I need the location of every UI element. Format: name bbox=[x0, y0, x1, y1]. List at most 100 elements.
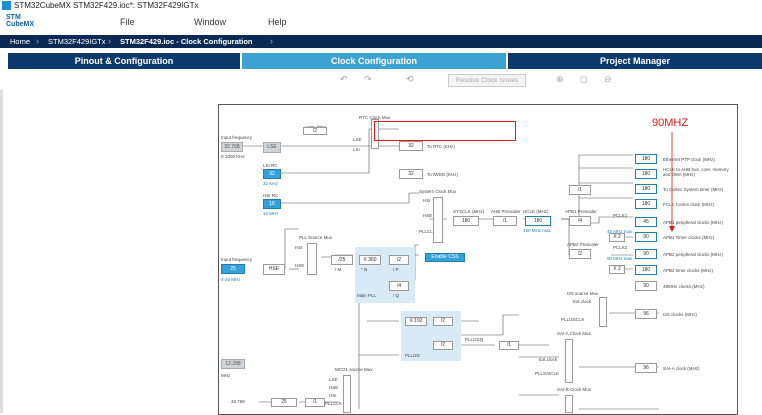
plli2s-label: PLLI2S bbox=[405, 353, 420, 358]
system-clock-mux[interactable] bbox=[433, 197, 443, 243]
i2s-clock-output: 96 bbox=[635, 309, 657, 319]
plli2s-q[interactable]: /2 bbox=[433, 341, 453, 350]
lse-input-frequency[interactable]: 32.768 bbox=[221, 142, 243, 152]
pclk1-label: PCLK1 bbox=[613, 213, 628, 218]
apb1-timer-multiplier[interactable]: X 2 bbox=[609, 233, 625, 242]
plln-multiplier[interactable]: X 360 bbox=[359, 255, 381, 265]
sys-mux-hse: HSE bbox=[423, 213, 433, 218]
hse-block[interactable]: HSE bbox=[263, 264, 285, 275]
mco-value: 25 bbox=[271, 398, 297, 407]
tab-clock-configuration[interactable]: Clock Configuration bbox=[242, 53, 506, 69]
fit-icon[interactable]: ◻ bbox=[580, 74, 588, 84]
breadcrumb-separator-icon: › bbox=[36, 36, 39, 46]
mco-pllclk: PLLCLK bbox=[325, 401, 342, 406]
pllp-label: / P bbox=[393, 267, 399, 272]
mco-hse: HSE bbox=[329, 385, 339, 390]
rtc-output: 32 bbox=[399, 141, 423, 151]
pll-source-label: PLL Source Mux bbox=[299, 235, 333, 240]
eth-ptp-label: Ethernet PTP clock (MHz) bbox=[663, 157, 715, 162]
title-bar: STM32CubeMX STM32F429.ioc*: STM32F429IGT… bbox=[0, 0, 762, 12]
48mhz-label: 48MHz clocks (MHz) bbox=[663, 284, 705, 289]
plli2sclk-label: PLLI2SCLK bbox=[561, 317, 585, 322]
menu-file[interactable]: File bbox=[120, 17, 135, 27]
menu-window[interactable]: Window bbox=[194, 17, 227, 27]
iwdg-output: 32 bbox=[399, 169, 423, 179]
zoom-in-icon[interactable]: ⊕ bbox=[556, 74, 564, 84]
pllq-divider[interactable]: /4 bbox=[389, 281, 409, 291]
rtc-lse-label: LSE bbox=[353, 137, 362, 142]
apb1-peripheral-label: APB1 peripheral clocks (MHz) bbox=[663, 220, 724, 225]
cubemx-logo[interactable]: STM CubeMX bbox=[6, 14, 34, 28]
mco-divider[interactable]: /1 bbox=[305, 398, 325, 407]
plli2sq-divider[interactable]: /1 bbox=[499, 341, 519, 350]
undo-icon[interactable]: ↶ bbox=[340, 74, 348, 84]
sai-b-clock-mux[interactable] bbox=[565, 395, 573, 413]
plln-label: * N bbox=[361, 267, 368, 272]
pllm-label: / M bbox=[335, 267, 342, 272]
mco-hsi: HSI bbox=[329, 393, 337, 398]
main-tabs: Pinout & Configuration Clock Configurati… bbox=[8, 53, 762, 69]
hclk-value[interactable]: 180 bbox=[525, 216, 551, 226]
lse-range: 0-1000 KHz bbox=[221, 154, 245, 159]
clock-wires bbox=[241, 128, 659, 410]
apb2-timer-multiplier[interactable]: X 2 bbox=[609, 265, 625, 274]
app-icon bbox=[2, 1, 11, 10]
lse-block[interactable]: LSE bbox=[263, 142, 281, 153]
lsi-khz: 32 KHz bbox=[263, 181, 278, 186]
tab-project-manager[interactable]: Project Manager bbox=[508, 53, 762, 69]
pllm-divider[interactable]: /25 bbox=[331, 255, 353, 265]
apb1-prescaler[interactable]: /4 bbox=[569, 216, 591, 226]
pllsaiclk-label: PLLSAICLK bbox=[535, 371, 560, 376]
eth-ptp-output: 180 bbox=[635, 154, 657, 164]
ahb-prescaler-label: AHB Prescaler bbox=[491, 209, 521, 214]
menu-help[interactable]: Help bbox=[268, 17, 287, 27]
breadcrumb-mcu[interactable]: STM32F429IGTx bbox=[48, 37, 106, 46]
breadcrumb-home[interactable]: Home bbox=[10, 37, 31, 46]
hclk-max: 180 MHz max bbox=[523, 228, 551, 233]
sai-a-output: 96 bbox=[635, 363, 657, 373]
lsi-rc-block[interactable]: 32 bbox=[263, 169, 281, 179]
annotation-90mhz: 90MHZ bbox=[652, 117, 689, 129]
enable-css-button[interactable]: Enable CSS bbox=[425, 253, 465, 262]
i2s-source-mux[interactable] bbox=[599, 297, 607, 327]
sai-a-mux-label: SAI-A Clock Mux bbox=[557, 331, 591, 336]
sai-ext-clock: Ext.clock bbox=[539, 357, 558, 362]
apb2-prescaler-label: APB2 Prescaler bbox=[567, 242, 599, 247]
hse-rtc-divider[interactable]: /2 bbox=[303, 127, 327, 135]
hsi-rc-block[interactable]: 16 bbox=[263, 199, 281, 209]
plli2s-r[interactable]: /2 bbox=[433, 317, 453, 326]
apb2-prescaler[interactable]: /2 bbox=[569, 249, 591, 259]
window-title: STM32CubeMX STM32F429.ioc*: STM32F429IGT… bbox=[14, 1, 199, 10]
rtc-lsi-label: LSI bbox=[353, 147, 360, 152]
resolve-clock-issues-button[interactable]: Resolve Clock Issues bbox=[448, 74, 526, 87]
rtc-output-label: To RTC (KHz) bbox=[427, 144, 455, 149]
zoom-out-icon[interactable]: ⊖ bbox=[604, 74, 612, 84]
redo-icon[interactable]: ↷ bbox=[364, 74, 372, 84]
reset-icon[interactable]: ⟲ bbox=[406, 74, 414, 84]
sai-a-output-label: SAI-A clock (MHz) bbox=[663, 366, 700, 371]
cortex-timer-divider[interactable]: /1 bbox=[569, 185, 591, 195]
hse-input-frequency[interactable]: 25 bbox=[221, 264, 245, 274]
sys-mux-hsi: HSI bbox=[423, 198, 431, 203]
apb1-peripheral-output: 45 bbox=[635, 217, 657, 227]
tab-pinout[interactable]: Pinout & Configuration bbox=[8, 53, 240, 69]
plli2sq-label: PLLI2SQ bbox=[465, 337, 484, 342]
hse-input-label: Input frequency bbox=[221, 257, 253, 262]
cortex-timer-output: 180 bbox=[635, 184, 657, 194]
sysclk-value[interactable]: 180 bbox=[453, 216, 479, 226]
pll-source-mux[interactable] bbox=[307, 243, 317, 275]
apb1-timer-highlight bbox=[374, 121, 516, 141]
plli2s-n[interactable]: X 192 bbox=[405, 317, 427, 326]
i2s-clock-label: I2S clocks (MHz) bbox=[663, 312, 698, 317]
sai-a-clock-mux[interactable] bbox=[565, 339, 573, 383]
hsi-mhz: 16 MHz bbox=[263, 211, 279, 216]
ahb-prescaler[interactable]: /1 bbox=[493, 216, 517, 226]
breadcrumb-current: STM32F429.ioc - Clock Configuration bbox=[120, 37, 253, 46]
ext-clock-input[interactable]: 12.288 bbox=[221, 359, 245, 369]
pclk2-label: PCLK2 bbox=[613, 245, 628, 250]
mco-source-mux[interactable] bbox=[343, 375, 351, 413]
pll-source-hse: HSE bbox=[295, 263, 305, 268]
rtc-clock-mux[interactable] bbox=[371, 119, 379, 149]
breadcrumb: Home › STM32F429IGTx › STM32F429.ioc - C… bbox=[0, 35, 762, 48]
pllp-divider[interactable]: /2 bbox=[389, 255, 409, 265]
